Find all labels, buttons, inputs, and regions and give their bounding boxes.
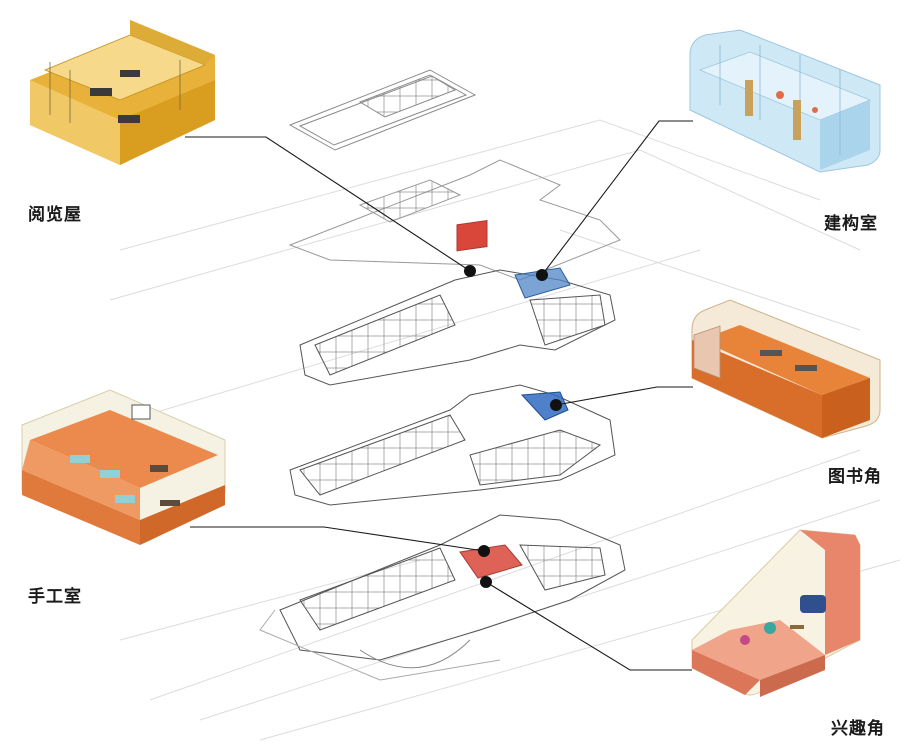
ground-floor-plan (259, 514, 626, 681)
leader-lines (185, 120, 693, 671)
leader-reading (185, 136, 471, 272)
leader-interest (485, 581, 692, 671)
label-interest-corner: 兴趣角 (831, 719, 885, 739)
leader-construction (541, 120, 693, 276)
solar-panels (358, 74, 457, 118)
leader-book (555, 386, 693, 406)
dot-construction (536, 269, 548, 281)
reading-room-illustration (30, 20, 215, 165)
reading-room-highlight (456, 219, 488, 252)
upper-level-outline (288, 159, 621, 281)
second-floor-plan (299, 219, 616, 386)
roof-level (288, 69, 477, 151)
leader-craft (190, 526, 485, 552)
label-craft-room: 手工室 (28, 587, 82, 607)
book-corner-highlight (520, 391, 569, 421)
interest-corner-illustration (691, 529, 861, 697)
label-construction-room: 建构室 (824, 214, 878, 234)
craft-room-highlight (459, 544, 523, 579)
book-corner-illustration (691, 299, 881, 439)
construction-room-illustration (689, 29, 881, 173)
first-floor-plan (289, 384, 616, 506)
leader-dots (464, 265, 562, 588)
dot-reading (464, 265, 476, 277)
dot-craft (478, 545, 490, 557)
label-book-corner: 图书角 (828, 467, 882, 487)
label-reading-room: 阅览屋 (28, 205, 82, 225)
dot-book (550, 399, 562, 411)
dot-interest (480, 576, 492, 588)
craft-room-illustration (21, 389, 226, 545)
